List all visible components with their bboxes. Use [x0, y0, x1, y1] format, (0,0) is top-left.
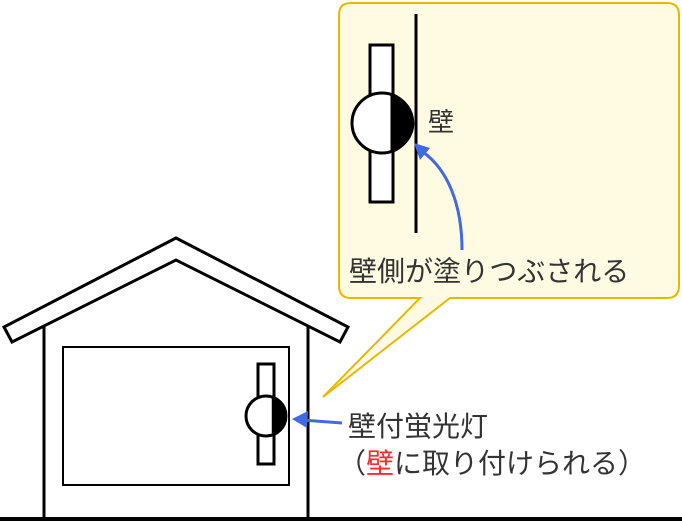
fixture-label-line1: 壁付蛍光灯: [348, 410, 489, 443]
fixture-label-line2: （壁に取り付けられる）: [338, 450, 646, 478]
curved-arrow-icon: [414, 143, 464, 251]
open-paren: （: [338, 447, 367, 480]
callout-bubble: [322, 2, 680, 398]
mounted-text: に取り付けられる）: [394, 447, 647, 480]
pointer-arrow-icon: [292, 411, 343, 428]
highlight-wall-text: 壁: [366, 447, 395, 480]
wall-label: 壁: [428, 108, 455, 138]
callout-caption: 壁側が塗りつぶされる: [349, 255, 630, 288]
wall-fluorescent-light-icon: [244, 362, 288, 466]
enlarged-fixture-icon: [350, 43, 415, 204]
house-icon: [0, 236, 682, 521]
